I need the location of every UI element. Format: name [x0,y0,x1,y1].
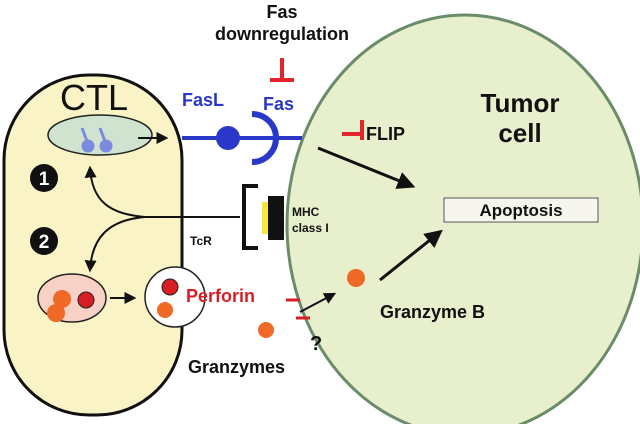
step-1-badge [30,164,58,192]
perforin-label: Perforin [186,286,255,306]
fasl-granule [47,114,153,156]
tcr-bracket [242,184,258,250]
step-1-label: 1 [39,169,50,190]
fas-downregulation-label-2: downregulation [215,24,349,44]
granzyme-b-label: Granzyme B [380,302,485,322]
granzymes-label: Granzymes [188,357,285,377]
flip-inhibit-icon [342,120,364,140]
flip-label: FLIP [366,124,405,144]
apoptosis-box [443,197,599,223]
tcr-branch-up [84,165,146,218]
tumor-label-1: Tumor [481,88,560,118]
perforin-dot [161,278,179,296]
tcr-label: TcR [190,234,212,248]
step-2-label: 2 [39,232,50,253]
mhc-label-1: MHC [292,205,320,219]
fas-downregulation-inhibit-icon [270,58,294,82]
tumor-label-2: cell [498,118,541,148]
step-2-badge [30,227,58,255]
mhc-molecule [268,196,284,240]
granzyme-dot [157,302,173,318]
arrow-fas-to-apoptosis [317,146,416,189]
ctl-cell [2,73,184,417]
fasl-lollipop-icon [80,127,113,153]
arrow-granzyme-entry [299,292,337,313]
pore-block-icon [286,298,310,320]
ctl-label: CTL [60,77,128,118]
granzyme-icon-cluster [47,290,95,322]
granzyme-free-icon [258,322,274,338]
arrow-granzyme-b-to-apoptosis [379,229,443,282]
granzyme-b-icon [347,269,365,287]
fas-receptor-icon [251,111,279,165]
apoptosis-label: Apoptosis [479,201,562,220]
mhc-yellow-segment [262,202,268,234]
tcr-branch-down [84,216,146,273]
fas-downregulation-label-1: Fas [266,2,297,22]
fasl-label: FasL [182,90,224,110]
mhc-label-2: class I [292,221,329,235]
fas-label: Fas [263,94,294,114]
question-mark: ? [310,333,322,355]
fasl-ball [216,126,240,150]
